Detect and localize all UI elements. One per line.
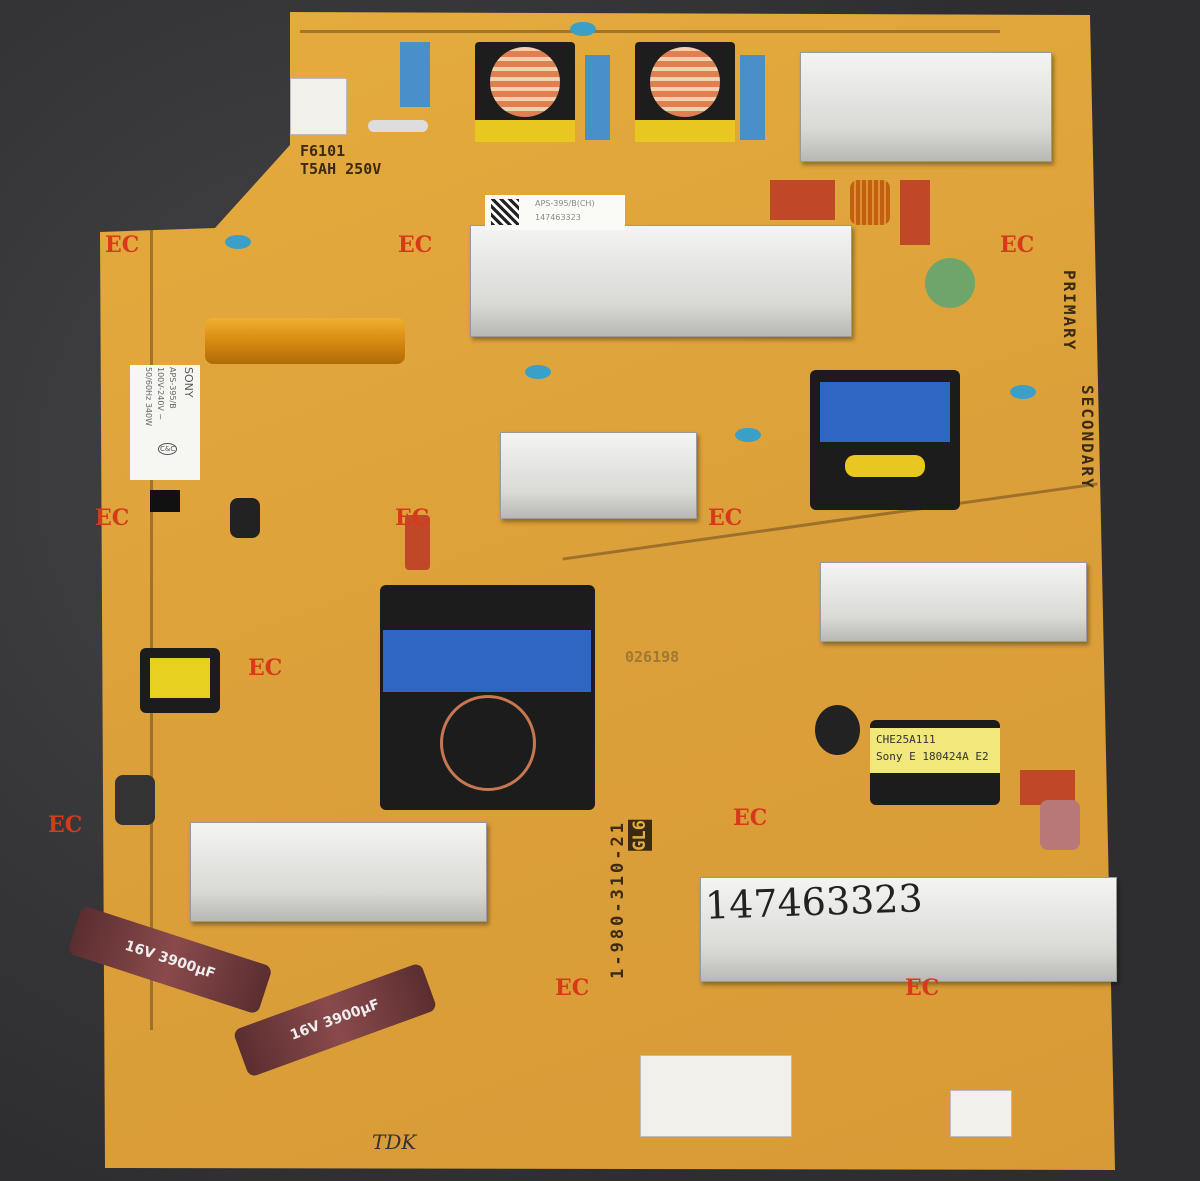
copper-winding: [440, 695, 536, 791]
heatsink: [470, 225, 852, 337]
board-code: 026198: [625, 648, 680, 666]
x-capacitor: [400, 42, 430, 107]
output-transformer: CHE25A111 Sony E 180424A E2: [870, 720, 1000, 805]
label-model: APS-395/B: [168, 367, 177, 409]
part-number: 1-980-310-21: [608, 820, 628, 979]
electrolytic-capacitor: [230, 498, 260, 538]
y-capacitor: [1010, 385, 1036, 399]
main-transformer: [380, 585, 595, 810]
qr-code-icon: [491, 199, 519, 225]
y-capacitor: [225, 235, 251, 249]
copper-winding: [650, 47, 720, 117]
heatsink: [700, 877, 1117, 982]
transformer-label: CHE25A111 Sony E 180424A E2: [870, 728, 1000, 773]
fuse-ref: F6101: [300, 142, 346, 160]
heatsink: [190, 822, 487, 922]
choke-base: [635, 120, 735, 142]
heatsink: [820, 562, 1087, 642]
ec-mark: EC: [1000, 232, 1035, 258]
film-capacitor: [900, 180, 930, 245]
fuse-rating: T5AH 250V: [300, 160, 382, 178]
choke-base: [475, 120, 575, 142]
winding: [150, 658, 210, 698]
common-mode-choke: [635, 42, 735, 142]
handwritten-serial: 147463323: [704, 876, 924, 928]
x-capacitor: [740, 55, 765, 140]
label-input: 100V-240V ~: [156, 367, 165, 421]
insulation-tape: [820, 382, 950, 442]
fuse: [368, 120, 428, 132]
bulk-capacitor: [205, 318, 405, 364]
barcode-model: APS-395/B(CH): [535, 199, 595, 208]
barcode-serial: 147463323: [535, 213, 581, 222]
ac-input-connector: [290, 78, 347, 135]
winding: [845, 455, 925, 477]
transformer-label-line2: Sony E 180424A E2: [876, 750, 989, 763]
y-capacitor: [570, 22, 596, 36]
ec-mark: EC: [95, 505, 130, 531]
ec-mark: EC: [48, 812, 83, 838]
electrolytic-capacitor: [115, 775, 155, 825]
ec-mark: EC: [708, 505, 743, 531]
ec-mark: EC: [105, 232, 140, 258]
x-capacitor: [585, 55, 610, 140]
sony-rating-label: SONY APS-395/B 100V-240V ~ 50/60Hz 340W …: [130, 365, 200, 480]
heatsink: [800, 52, 1052, 162]
ec-mark: EC: [395, 505, 430, 531]
y-capacitor: [525, 365, 551, 379]
trace: [150, 230, 213, 1030]
secondary-label: SECONDARY: [1078, 385, 1097, 490]
label-brand: SONY: [182, 367, 195, 398]
connector-cn6801: [950, 1090, 1012, 1137]
barcode-label: APS-395/B(CH) 147463323: [485, 195, 625, 230]
ec-mark: EC: [905, 975, 940, 1001]
ic-chip: [150, 490, 180, 512]
heatsink: [500, 432, 697, 519]
label-cert: C&C: [158, 443, 178, 455]
varistor: [925, 258, 975, 308]
film-capacitor: [405, 515, 430, 570]
output-connector-cn6401: [640, 1055, 792, 1137]
insulation-tape: [383, 630, 591, 692]
electrolytic-capacitor: [1040, 800, 1080, 850]
layer-mark: GL6: [628, 820, 652, 851]
ec-mark: EC: [555, 975, 590, 1001]
small-transformer: [140, 648, 220, 713]
ec-mark: EC: [398, 232, 433, 258]
transformer-label-line1: CHE25A111: [876, 733, 936, 746]
y-capacitor: [735, 428, 761, 442]
electrolytic-capacitor: [815, 705, 860, 755]
standby-transformer: [810, 370, 960, 510]
film-capacitor: [770, 180, 835, 220]
trace: [300, 30, 1000, 33]
label-power: 50/60Hz 340W: [144, 367, 153, 426]
common-mode-choke: [475, 42, 575, 142]
ec-mark: EC: [733, 805, 768, 831]
copper-winding: [490, 47, 560, 117]
primary-label: PRIMARY: [1060, 270, 1079, 352]
film-capacitor: [1020, 770, 1075, 805]
ec-mark: EC: [248, 655, 283, 681]
inductor: [850, 180, 890, 225]
handwritten-initials: TDK: [372, 1130, 417, 1154]
